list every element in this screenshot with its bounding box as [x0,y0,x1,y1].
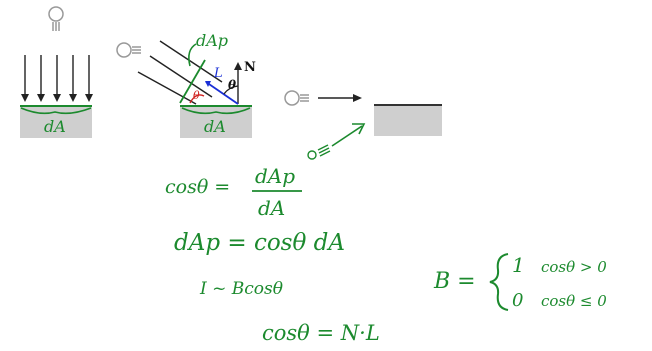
case2-condition: cosθ ≤ 0 [541,292,607,310]
bulb-icon-overhead [48,6,64,31]
panel-oblique-light: dAp θ N L θ dA [116,31,256,138]
equation-piecewise: B = 1 cosθ > 0 0 cosθ ≤ 0 [433,253,607,311]
case1-value: 1 [512,253,525,277]
case2-value: 0 [512,290,523,311]
vertical-light-rays [21,55,93,102]
da-label-1: dA [44,117,66,136]
da-brace-1 [20,107,92,115]
bulb-icon-handdrawn [307,144,331,160]
piecewise-brace [489,253,509,311]
normal-arrowhead [234,62,242,70]
panel-overhead-light: dA [20,6,93,138]
grazing-arrowhead [353,94,362,102]
surface-block-3 [374,105,442,136]
theta-label: θ [228,78,236,92]
equation-cos-ratio: cosθ = dAp dA [165,164,302,220]
light-arrowhead [205,81,211,87]
theta-arc-red [189,94,205,104]
piecewise-lhs: B = [433,269,476,294]
normal-label: N [244,60,256,75]
panel-grazing-light [284,90,442,160]
bulb-icon-oblique [116,42,141,58]
theta-arc [223,85,239,95]
cos-ratio-lhs: cosθ = [165,176,230,198]
oblique-light-rays [137,40,223,105]
equation-cos-dot: cosθ = N·L [262,321,380,345]
light-label: L [213,66,223,81]
equation-dap: dAp = cosθ dA [174,230,345,256]
dap-label: dAp [196,31,228,50]
handdrawn-arrowhead [352,123,366,135]
da-brace-2 [181,107,251,115]
projected-area-line [179,59,206,104]
cos-ratio-denominator: dA [258,196,285,220]
equation-intensity: I ~ Bcosθ [199,279,283,299]
cos-ratio-numerator: dAp [255,164,295,188]
da-label-2: dA [204,117,226,136]
handdrawn-arrow [331,125,363,147]
light-vector [205,81,239,105]
theta-label-red: θ [193,89,200,102]
dap-pointer [188,43,197,67]
bulb-icon-grazing [284,90,309,106]
case1-condition: cosθ > 0 [541,258,607,276]
